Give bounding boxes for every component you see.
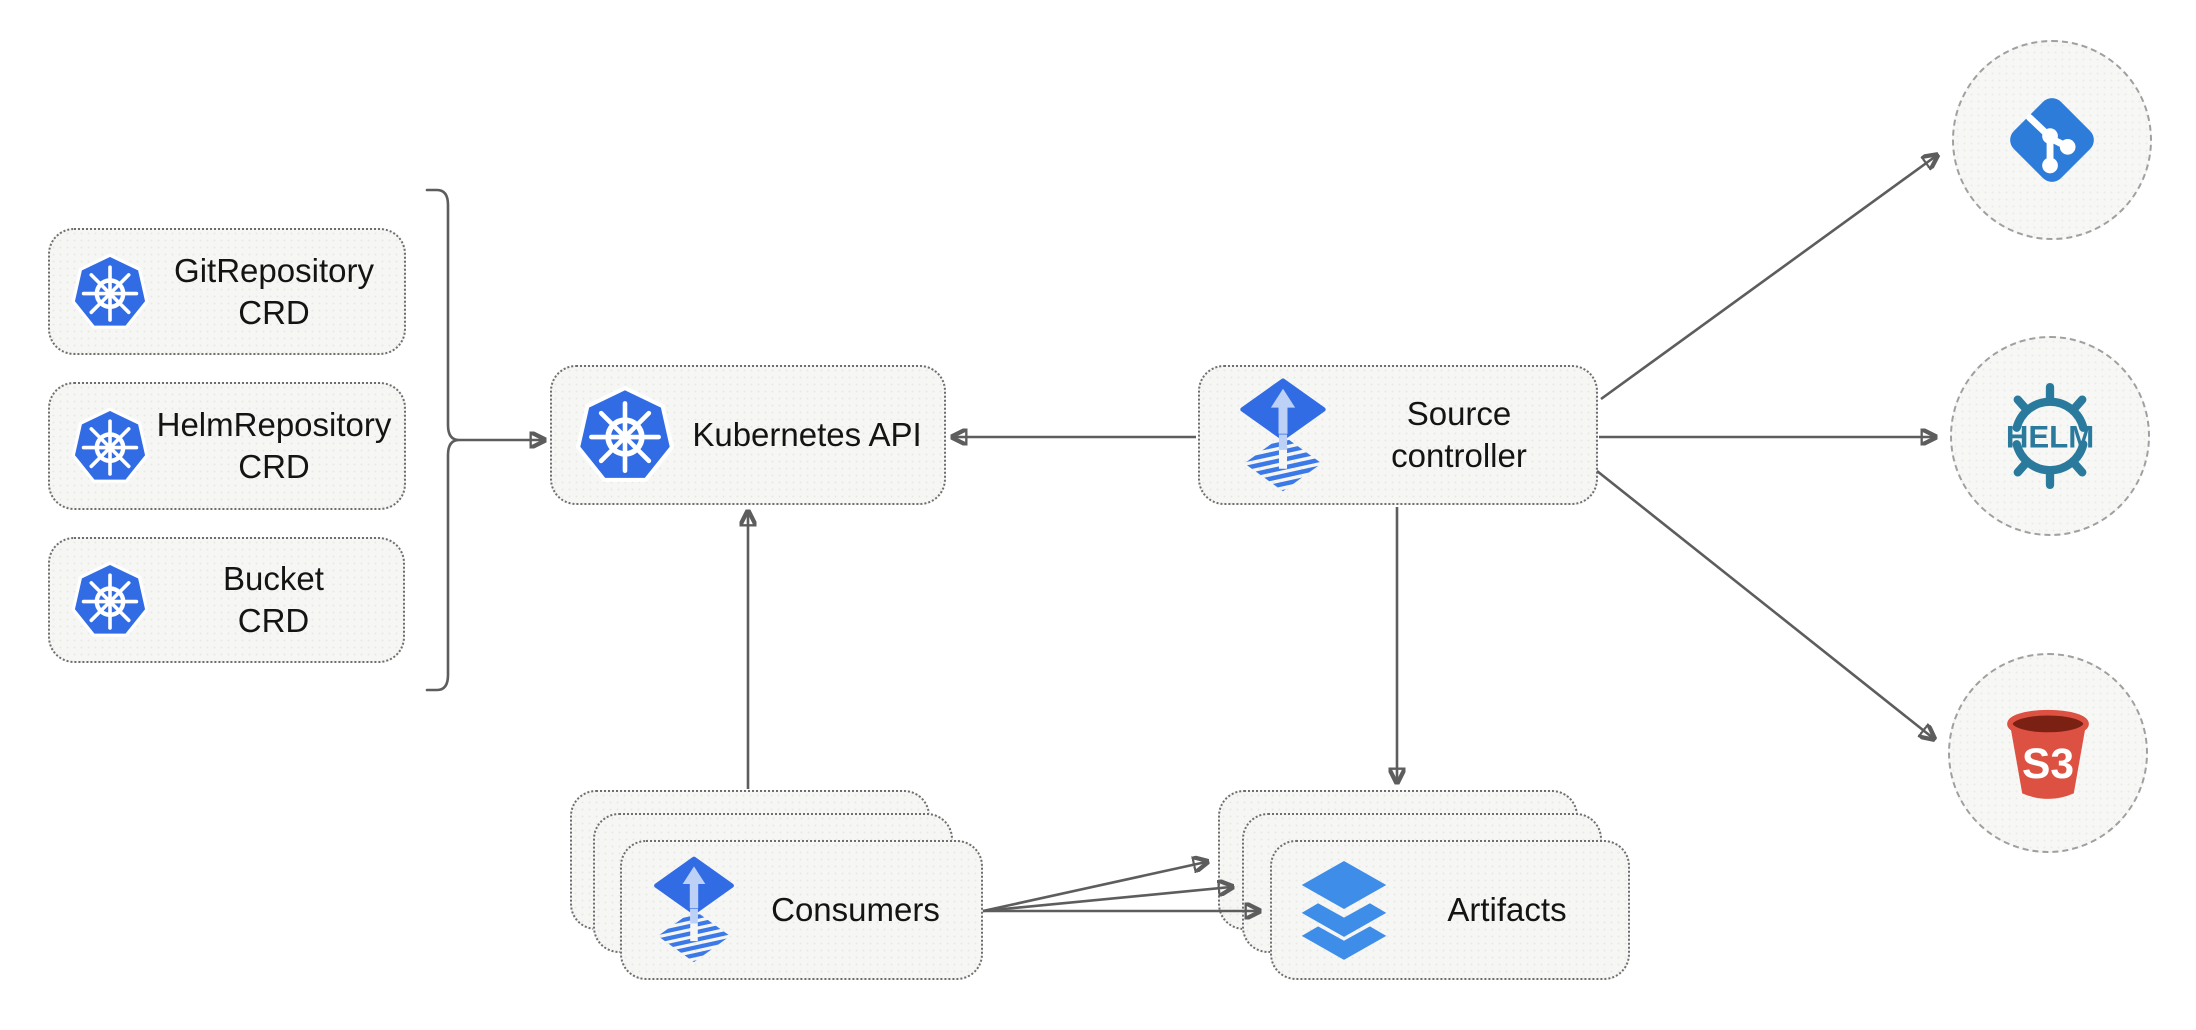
kubernetes-icon: [71, 253, 149, 329]
s3-icon: S3: [2007, 709, 2089, 799]
node-helmrepository-crd[interactable]: HelmRepository CRD: [48, 382, 406, 510]
node-gitrepository-crd[interactable]: GitRepository CRD: [48, 228, 406, 355]
node-label: Artifacts: [1447, 891, 1567, 928]
node-label: GitRepository CRD: [174, 251, 374, 331]
node-label: Bucket CRD: [223, 560, 324, 639]
kubernetes-icon: [576, 386, 674, 482]
node-label: Kubernetes API: [692, 416, 922, 453]
edge-consumers-to-artifacts-back: [982, 862, 1206, 913]
node-consumers[interactable]: Consumers: [620, 840, 983, 980]
helm-label: HELM: [2006, 420, 2094, 455]
node-label: Source controller: [1391, 395, 1527, 474]
edge-source-controller-to-s3: [1596, 469, 1933, 738]
kubernetes-icon: [71, 561, 149, 637]
edge-source-controller-to-git: [1600, 156, 1936, 401]
endpoint-helm[interactable]: HELM: [1950, 336, 2150, 536]
s3-label: S3: [2022, 740, 2074, 788]
crd-bracket: [425, 188, 460, 692]
git-icon: [2010, 98, 2094, 182]
node-label: Consumers: [771, 891, 940, 928]
edge-consumers-to-artifacts-middle: [982, 887, 1231, 913]
helm-icon: HELM: [2006, 382, 2094, 490]
node-artifacts[interactable]: Artifacts: [1270, 840, 1630, 980]
flux-icon: [1240, 377, 1326, 491]
node-kubernetes-api[interactable]: Kubernetes API: [550, 365, 946, 505]
kubernetes-icon: [71, 407, 149, 483]
layers-icon: [1301, 861, 1387, 960]
flux-icon: [654, 856, 734, 963]
node-label: HelmRepository CRD: [156, 406, 392, 485]
endpoint-git[interactable]: [1952, 40, 2152, 240]
node-source-controller[interactable]: Source controller: [1198, 365, 1598, 505]
node-bucket-crd[interactable]: Bucket CRD: [48, 537, 405, 663]
endpoint-s3[interactable]: S3: [1948, 653, 2148, 853]
